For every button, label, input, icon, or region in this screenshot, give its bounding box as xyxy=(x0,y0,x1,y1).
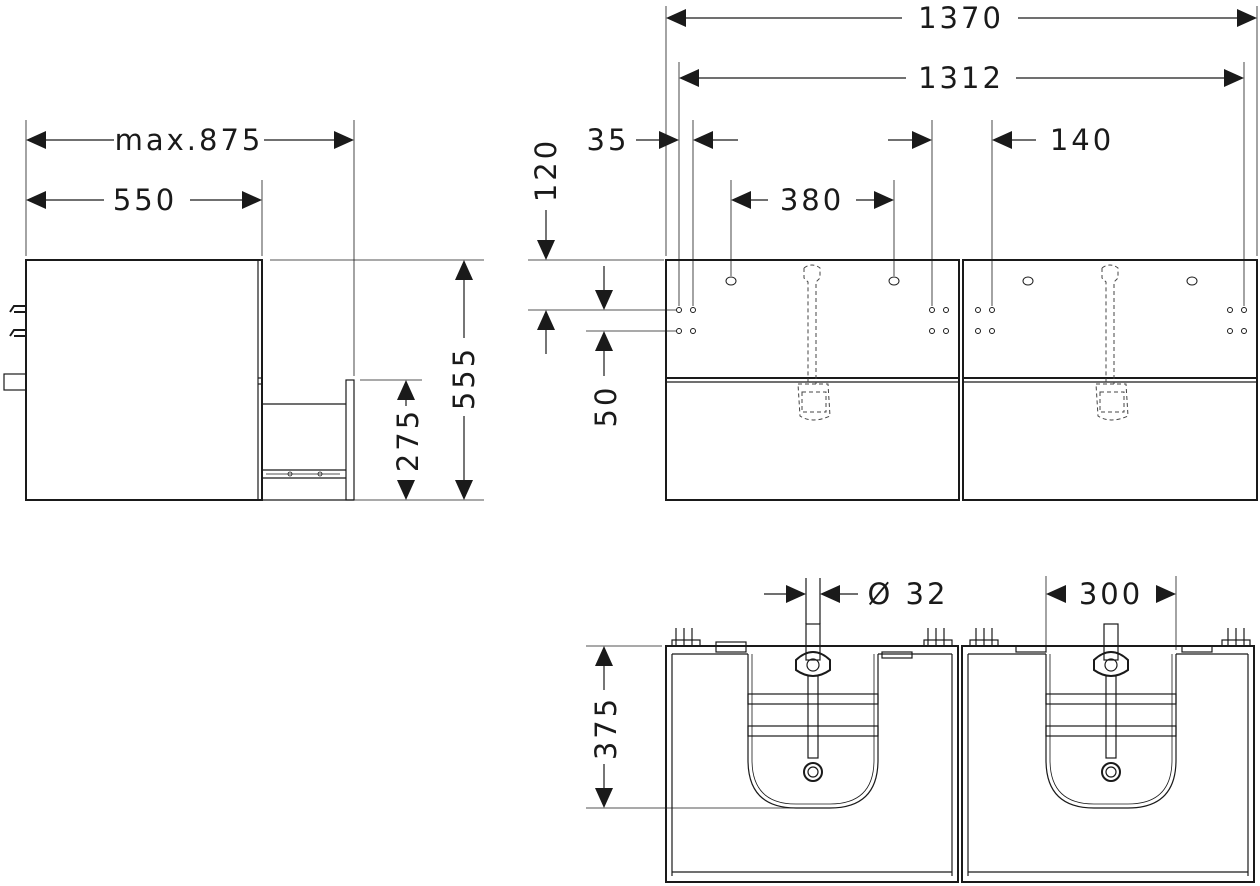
top-unit-left xyxy=(665,578,959,883)
trap-outlet-left xyxy=(803,762,823,782)
top-view: Ø 32 300 375 xyxy=(586,576,1255,883)
depth-label: 550 xyxy=(113,183,177,217)
hole-spacing-label: 50 xyxy=(589,385,623,428)
drawer-height-label: 275 xyxy=(391,408,425,472)
cutout-width-label: 300 xyxy=(1079,577,1143,611)
fixing-holes xyxy=(676,307,1247,334)
siphon-icon xyxy=(795,651,831,677)
max-depth-label: max.875 xyxy=(115,123,264,157)
drain-pipe-right xyxy=(1103,623,1119,661)
right-offset-label: 140 xyxy=(1050,123,1114,157)
drain-pipe-left xyxy=(805,623,821,661)
width-total-label: 1370 xyxy=(918,1,1004,35)
extended-drawer xyxy=(262,379,355,501)
wall-bracket-icon xyxy=(3,305,27,391)
pipe-diameter-label: Ø 32 xyxy=(868,577,949,611)
basin-hole-spacing-label: 380 xyxy=(780,183,844,217)
height-total-label: 555 xyxy=(447,346,481,410)
side-cabinet-body xyxy=(25,259,263,501)
front-unit-left xyxy=(665,259,960,501)
edge-offset-label: 35 xyxy=(587,123,630,157)
cutout-depth-label: 375 xyxy=(589,696,623,760)
front-unit-right xyxy=(962,259,1258,501)
side-view: max.875 550 555 275 xyxy=(3,120,484,501)
top-unit-right xyxy=(961,623,1255,883)
siphon-hidden-left xyxy=(797,264,831,421)
siphon-hidden-right xyxy=(1095,264,1129,421)
top-offset-label: 120 xyxy=(529,138,563,202)
trap-outlet-right xyxy=(1101,762,1121,782)
width-inner-label: 1312 xyxy=(918,61,1004,95)
front-view: 1370 1312 35 380 140 120 xyxy=(528,1,1258,501)
